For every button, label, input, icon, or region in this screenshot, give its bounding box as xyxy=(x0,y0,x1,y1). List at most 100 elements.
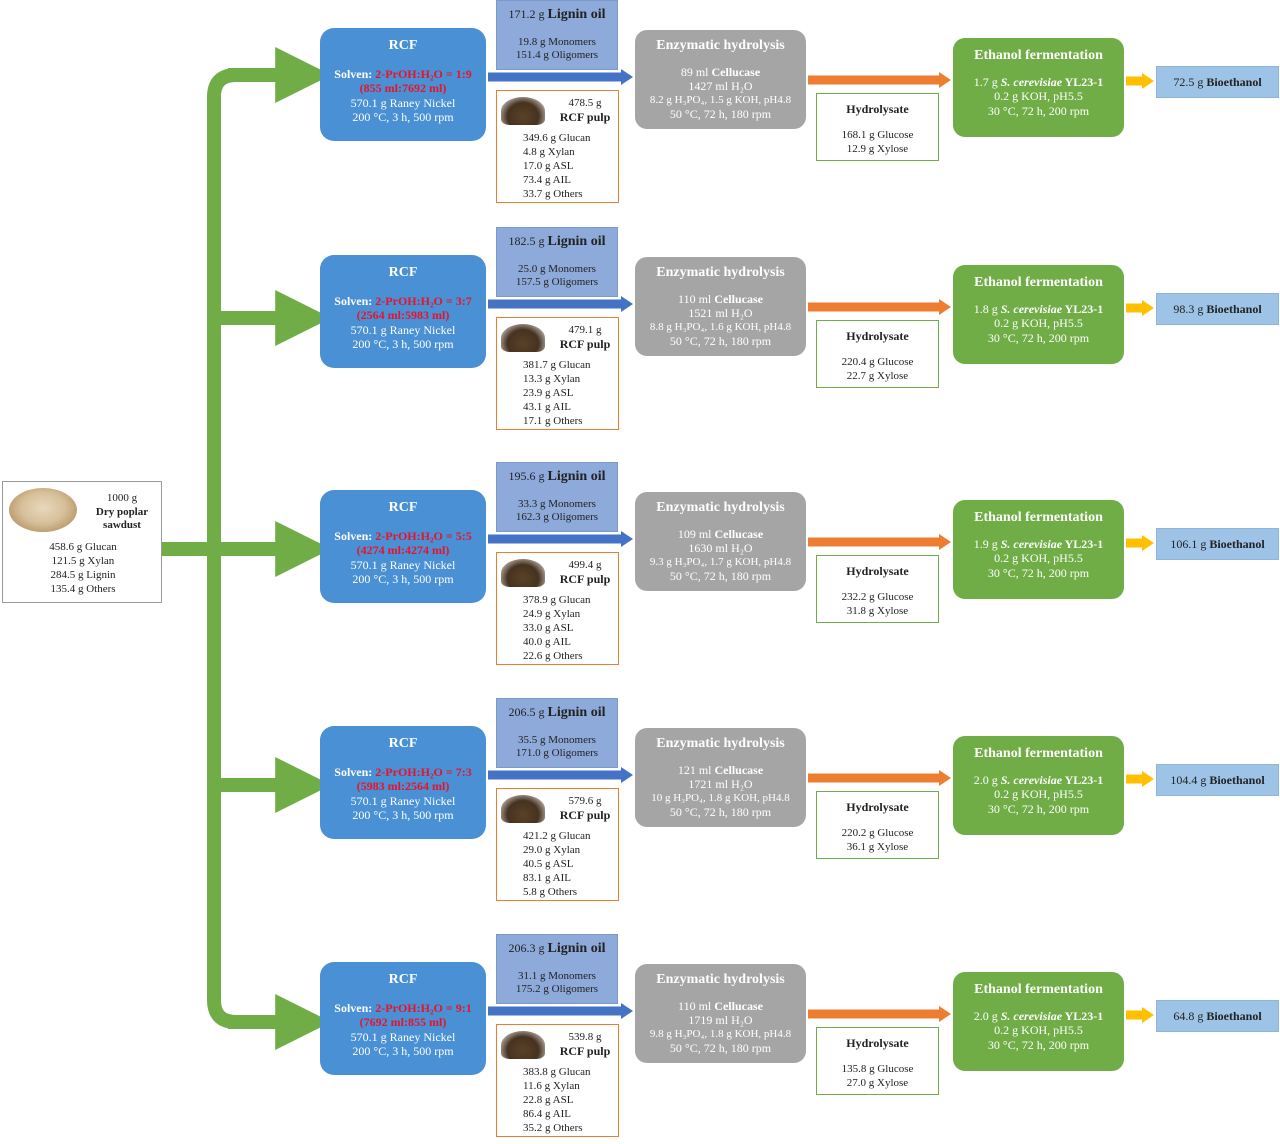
solvent-ratio: 2-PrOH:H₂O = 7:3 xyxy=(375,764,472,779)
pulp-amount: 479.1 g xyxy=(568,324,602,336)
cellucase-line: 109 ml Cellucase xyxy=(635,527,806,541)
fermentation-to-bioethanol-arrow-5-head xyxy=(1142,1007,1154,1023)
hydrolysate-title: Hydrolysate xyxy=(846,329,909,343)
rcf-pulp-box-2: 479.1 g RCF pulp 381.7 g Glucan 13.3 g X… xyxy=(496,317,619,430)
pulp-others: 35.2 g Others xyxy=(523,1122,583,1134)
pulp-image xyxy=(501,559,545,587)
solvent-volumes: (7692 ml:855 ml) xyxy=(359,1015,447,1030)
rcf-to-enzymatic-arrow-1-head xyxy=(621,69,633,85)
rcf-pulp-box-5: 539.8 g RCF pulp 383.8 g Glucan 11.6 g X… xyxy=(496,1024,619,1137)
solvent-line: Solven: 2-PrOH:H₂O = 9:1 xyxy=(320,1001,486,1015)
yeast-name: S. cerevisiae xyxy=(1000,772,1063,787)
ethanol-fermentation-box-2: Ethanol fermentation 1.8 g S. cerevisiae… xyxy=(953,265,1124,364)
yeast-name: S. cerevisiae xyxy=(1000,536,1063,551)
solvent-ratio: 2-PrOH:H₂O = 9:1 xyxy=(375,1000,472,1015)
oligomers-text: 175.2 g Oligomers xyxy=(515,982,599,995)
rcf-conditions: 200 °C, 3 h, 500 rpm xyxy=(352,1043,454,1058)
rcf-title: RCF xyxy=(388,265,418,280)
buffer-text: 8.2 g H₃PO₄, 1.5 g KOH, pH4.8 xyxy=(649,93,792,106)
bioethanol-box-5: 64.8 g Bioethanol xyxy=(1156,1000,1279,1032)
rcf-box-3: RCF Solven: 2-PrOH:H₂O = 5:5 (4274 ml:42… xyxy=(320,490,486,603)
yeast-name: S. cerevisiae xyxy=(1000,301,1063,316)
lignin-oil-amount: 195.6 g xyxy=(508,469,545,483)
lignin-oil-amount: 206.3 g xyxy=(508,941,545,955)
solvent-line: Solven: 2-PrOH:H₂O = 7:3 xyxy=(320,765,486,779)
sawdust-image xyxy=(9,488,77,532)
pulp-label: RCF pulp xyxy=(559,572,611,586)
rcf-pulp-box-1: 478.5 g RCF pulp 349.6 g Glucan 4.8 g Xy… xyxy=(496,90,619,203)
fermentation-title: Ethanol fermentation xyxy=(974,982,1103,997)
enzymatic-title: Enzymatic hydrolysis xyxy=(656,972,785,987)
pulp-composition: 349.6 g Glucan 4.8 g Xylan 17.0 g ASL 73… xyxy=(523,131,591,201)
water-text: 1721 ml H₂O xyxy=(688,777,753,792)
fermentation-conditions: 30 °C, 72 h, 200 rpm xyxy=(987,565,1090,580)
rcf-box-1: RCF Solven: 2-PrOH:H₂O = 1:9 (855 ml:769… xyxy=(320,28,486,141)
pulp-label: RCF pulp xyxy=(559,1044,611,1058)
yeast-strain: YL23-1 xyxy=(1064,536,1104,551)
hydrolysate-title: Hydrolysate xyxy=(846,564,909,578)
lignin-oil-composition: 33.3 g Monomers 162.3 g Oligomers xyxy=(497,498,617,524)
lignin-oil-label: Lignin oil xyxy=(547,234,606,249)
feedstock-xylan: 121.5 g Xylan xyxy=(51,555,115,567)
enzymatic-hydrolysis-box-5: Enzymatic hydrolysis 110 ml Cellucase 17… xyxy=(635,964,806,1063)
bioethanol-box-1: 72.5 g Bioethanol xyxy=(1156,66,1279,98)
hydrolysis-conditions: 50 °C, 72 h, 180 rpm xyxy=(669,568,772,583)
lignin-oil-header: 182.5 g Lignin oil xyxy=(497,234,617,251)
feedstock-glucan: 458.6 g Glucan xyxy=(49,541,117,553)
yeast-amount: 1.7 g xyxy=(973,74,998,89)
solvent-ratio: 2-PrOH:H₂O = 3:7 xyxy=(375,293,472,308)
lignin-oil-header: 206.3 g Lignin oil xyxy=(497,941,617,958)
fermentation-conditions: 30 °C, 72 h, 200 rpm xyxy=(987,330,1090,345)
cellucase-label: Cellucase xyxy=(714,762,764,777)
lignin-oil-label: Lignin oil xyxy=(547,7,606,22)
xylose-text: 12.9 g Xylose xyxy=(846,143,909,156)
hydrolysate-title: Hydrolysate xyxy=(846,102,909,116)
lignin-oil-composition: 35.5 g Monomers 171.0 g Oligomers xyxy=(497,734,617,760)
solvent-line: Solven: 2-PrOH:H₂O = 1:9 xyxy=(320,67,486,81)
yeast-amount: 1.8 g xyxy=(973,301,998,316)
enzymatic-to-fermentation-arrow-3-head xyxy=(939,534,951,550)
cellucase-line: 110 ml Cellucase xyxy=(635,292,806,306)
feedstock-others: 135.4 g Others xyxy=(50,583,116,595)
solvent-label: Solven: xyxy=(334,66,376,81)
enzymatic-to-fermentation-arrow-4-head xyxy=(939,770,951,786)
feedstock-name: Dry poplar sawdust xyxy=(95,506,149,532)
pulp-image xyxy=(501,1031,545,1059)
yeast-strain: YL23-1 xyxy=(1064,301,1104,316)
feedstock-composition: 458.6 g Glucan 121.5 g Xylan 284.5 g Lig… xyxy=(3,540,163,596)
fermentation-title: Ethanol fermentation xyxy=(974,510,1103,525)
glucose-text: 220.4 g Glucose xyxy=(841,356,914,369)
bioethanol-box-4: 104.4 g Bioethanol xyxy=(1156,764,1279,796)
oligomers-text: 151.4 g Oligomers xyxy=(515,48,599,61)
enzymatic-title: Enzymatic hydrolysis xyxy=(656,500,785,515)
cellucase-amount: 121 ml xyxy=(677,762,712,777)
koh-text: 0.2 g KOH, pH5.5 xyxy=(994,1023,1083,1038)
pulp-asl: 22.8 g ASL xyxy=(523,1094,574,1106)
lignin-oil-composition: 19.8 g Monomers 151.4 g Oligomers xyxy=(497,36,617,62)
bioethanol-amount: 98.3 g xyxy=(1173,302,1204,316)
solvent-label: Solven: xyxy=(334,764,376,779)
fermentation-title: Ethanol fermentation xyxy=(974,48,1103,63)
monomers-text: 19.8 g Monomers xyxy=(518,35,596,48)
rcf-to-enzymatic-arrow-4-head xyxy=(621,767,633,783)
bioethanol-amount: 106.1 g xyxy=(1170,537,1207,551)
solvent-label: Solven: xyxy=(334,1000,376,1015)
yeast-strain: YL23-1 xyxy=(1064,74,1104,89)
water-text: 1630 ml H₂O xyxy=(688,541,753,556)
pulp-others: 22.6 g Others xyxy=(523,650,583,662)
yeast-line: 1.8 g S. cerevisiae YL23-1 xyxy=(953,302,1124,316)
rcf-to-enzymatic-arrow-2-head xyxy=(621,296,633,312)
rcf-to-enzymatic-arrow-5-head xyxy=(621,1003,633,1019)
pulp-asl: 17.0 g ASL xyxy=(523,160,574,172)
yeast-name: S. cerevisiae xyxy=(1000,74,1063,89)
cellucase-label: Cellucase xyxy=(714,526,764,541)
lignin-oil-label: Lignin oil xyxy=(547,469,606,484)
water-text: 1719 ml H₂O xyxy=(688,1013,753,1028)
hydrolysis-conditions: 50 °C, 72 h, 180 rpm xyxy=(669,804,772,819)
pulp-ail: 40.0 g AIL xyxy=(523,636,571,648)
hydrolysate-box-4: Hydrolysate 220.2 g Glucose 36.1 g Xylos… xyxy=(816,791,939,859)
koh-text: 0.2 g KOH, pH5.5 xyxy=(994,316,1083,331)
solvent-label: Solven: xyxy=(334,528,376,543)
yeast-name: S. cerevisiae xyxy=(1000,1008,1063,1023)
lignin-oil-amount: 171.2 g xyxy=(508,7,545,21)
